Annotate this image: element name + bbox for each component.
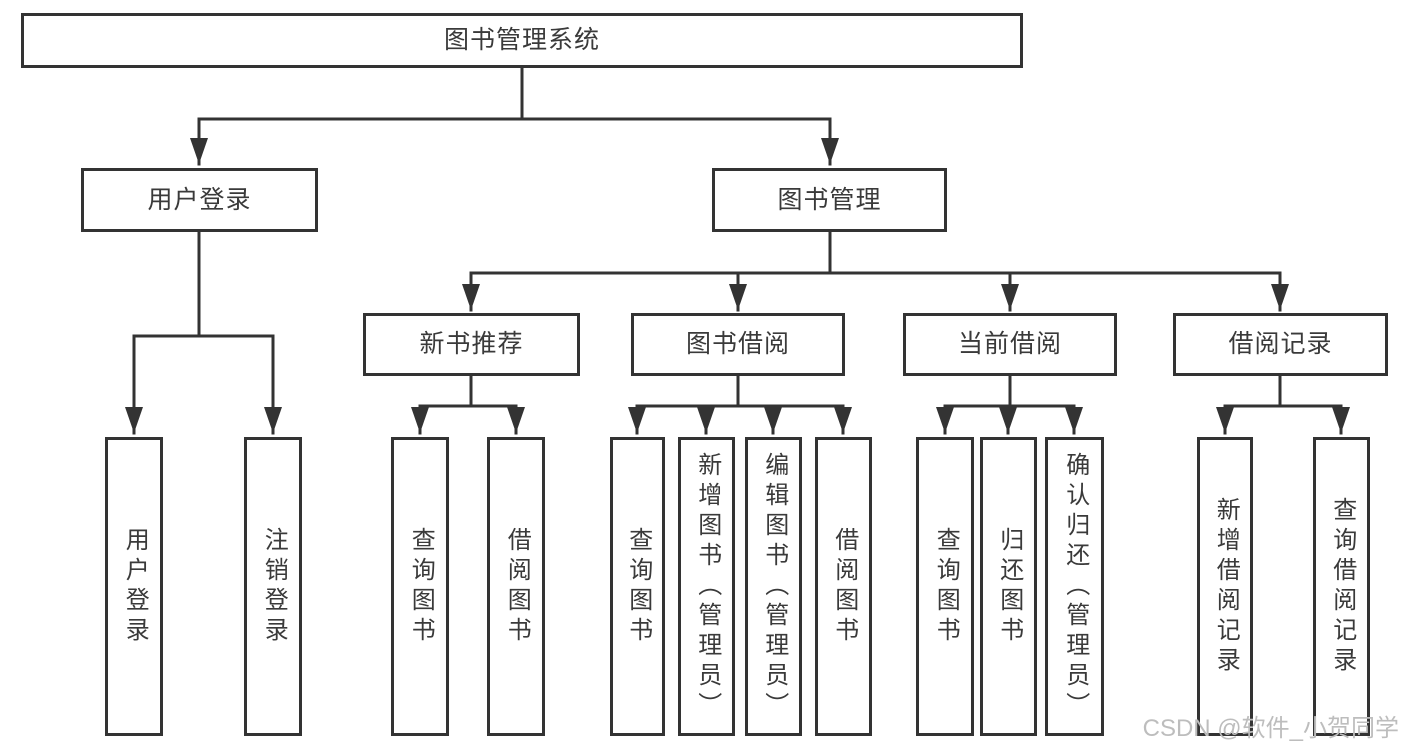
node-current-borrow: 当前借阅: [903, 313, 1117, 376]
leaf-cb-query-books: 查询图书: [916, 437, 974, 736]
leaf-bb-query-books-label: 查询图书: [624, 526, 652, 647]
leaf-br-query-record: 查询借阅记录: [1313, 437, 1370, 736]
leaf-cb-query-books-label: 查询图书: [932, 526, 960, 647]
leaf-bb-edit-books-admin-label: 编辑图书（管理员）: [760, 451, 788, 722]
leaf-nb-query-books-label: 查询图书: [407, 526, 435, 647]
leaf-cb-return-books: 归还图书: [980, 437, 1037, 736]
node-new-book-recommend-label: 新书推荐: [419, 330, 524, 358]
leaf-br-add-record: 新增借阅记录: [1197, 437, 1253, 736]
watermark-csdn: CSDN @软件_小贺同学: [1142, 715, 1399, 742]
leaf-bb-add-books-admin-label: 新增图书（管理员）: [693, 451, 721, 722]
leaf-bb-borrow-books: 借阅图书: [815, 437, 872, 736]
leaf-cb-confirm-return-admin: 确认归还（管理员）: [1045, 437, 1104, 736]
node-book-management: 图书管理: [712, 168, 947, 232]
leaf-br-add-record-label: 新增借阅记录: [1212, 496, 1240, 677]
leaf-nb-borrow-books: 借阅图书: [487, 437, 545, 736]
node-user-login-label: 用户登录: [147, 185, 252, 214]
leaf-cb-confirm-return-admin-label: 确认归还（管理员）: [1061, 451, 1089, 722]
leaf-nb-query-books: 查询图书: [391, 437, 449, 736]
leaf-bb-borrow-books-label: 借阅图书: [830, 526, 858, 647]
leaf-logout: 注销登录: [244, 437, 302, 736]
node-book-management-label: 图书管理: [777, 185, 882, 214]
node-book-borrow: 图书借阅: [631, 313, 845, 376]
node-current-borrow-label: 当前借阅: [957, 330, 1062, 358]
node-borrow-records-label: 借阅记录: [1228, 330, 1333, 358]
node-root: 图书管理系统: [21, 13, 1023, 68]
leaf-nb-borrow-books-label: 借阅图书: [503, 526, 531, 647]
node-borrow-records: 借阅记录: [1173, 313, 1388, 376]
leaf-user-login-label: 用户登录: [121, 526, 149, 647]
leaf-bb-add-books-admin: 新增图书（管理员）: [678, 437, 735, 736]
leaf-bb-query-books: 查询图书: [610, 437, 665, 736]
leaf-cb-return-books-label: 归还图书: [995, 526, 1023, 647]
leaf-br-query-record-label: 查询借阅记录: [1328, 496, 1356, 677]
leaf-logout-label: 注销登录: [260, 526, 288, 647]
leaf-user-login: 用户登录: [105, 437, 163, 736]
node-root-label: 图书管理系统: [443, 26, 600, 54]
node-new-book-recommend: 新书推荐: [363, 313, 580, 376]
node-user-login: 用户登录: [81, 168, 318, 232]
leaf-bb-edit-books-admin: 编辑图书（管理员）: [745, 437, 802, 736]
node-book-borrow-label: 图书借阅: [685, 330, 790, 358]
